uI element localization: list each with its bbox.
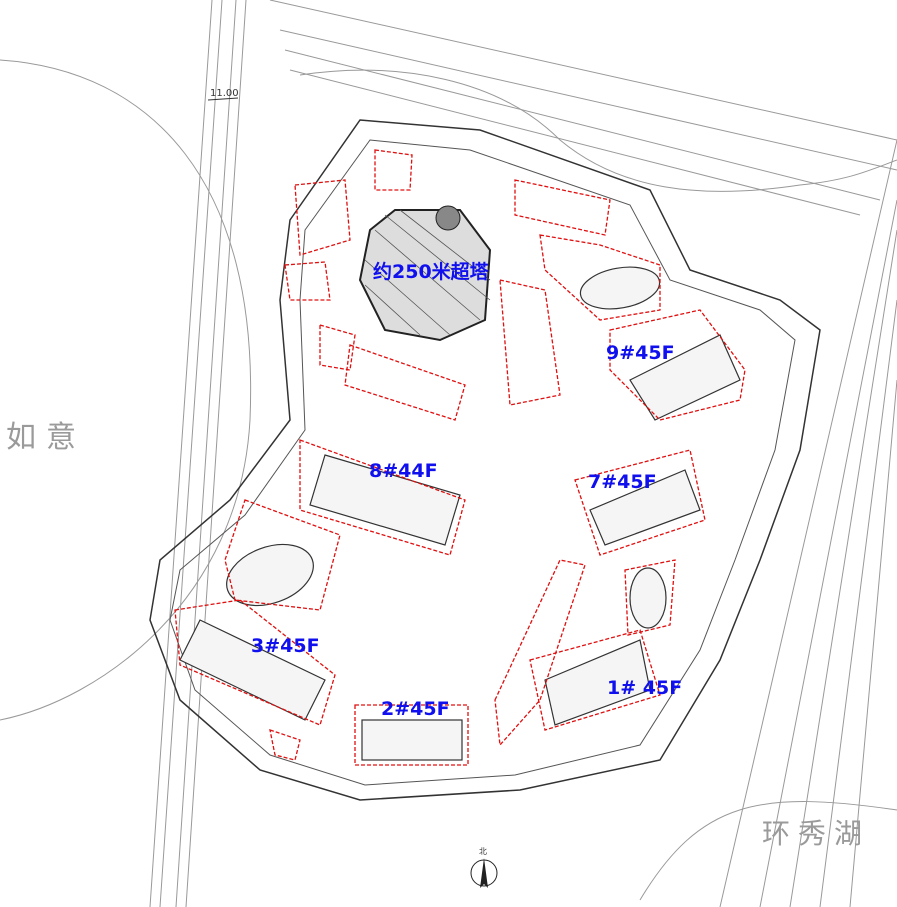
inner-road: [169, 139, 796, 786]
oval-pavilion-north: [579, 266, 661, 310]
elevation-leader: [207, 97, 239, 101]
north-label: 北: [479, 847, 487, 856]
building-label-3: 3#45F: [251, 635, 320, 657]
north-arrow-icon: [470, 858, 498, 888]
building-label-2: 2#45F: [381, 698, 450, 720]
north-road: [269, 0, 897, 216]
building-label-1: 1# 45F: [607, 677, 683, 699]
area-label-ruyi: 如意: [6, 420, 86, 455]
oval-pavilion-east: [629, 567, 667, 629]
tower-footprint: [358, 205, 492, 342]
building-label-8: 8#44F: [369, 460, 438, 482]
building-2-footprint: [361, 719, 463, 761]
building-label-7: 7#45F: [588, 471, 657, 493]
ruyi-boundary: [0, 59, 252, 721]
building-7-footprint: [589, 469, 701, 546]
building-label-9: 9#45F: [606, 342, 675, 364]
building-3-footprint: [179, 619, 326, 721]
area-label-huanxiuhu: 环秀湖: [762, 817, 871, 850]
site-boundary: [149, 119, 821, 801]
building-1-footprint: [544, 639, 651, 726]
building-label-tower: 约250米超塔: [373, 261, 489, 283]
oval-pavilion-west: [226, 543, 314, 607]
east-road: [719, 139, 897, 907]
building-9-footprint: [629, 334, 741, 421]
lake-edge: [639, 801, 897, 901]
north-curve: [299, 69, 897, 192]
elevation-mark: 11.00: [210, 88, 239, 99]
west-road: [149, 0, 247, 907]
revision-clouds: [174, 149, 746, 766]
